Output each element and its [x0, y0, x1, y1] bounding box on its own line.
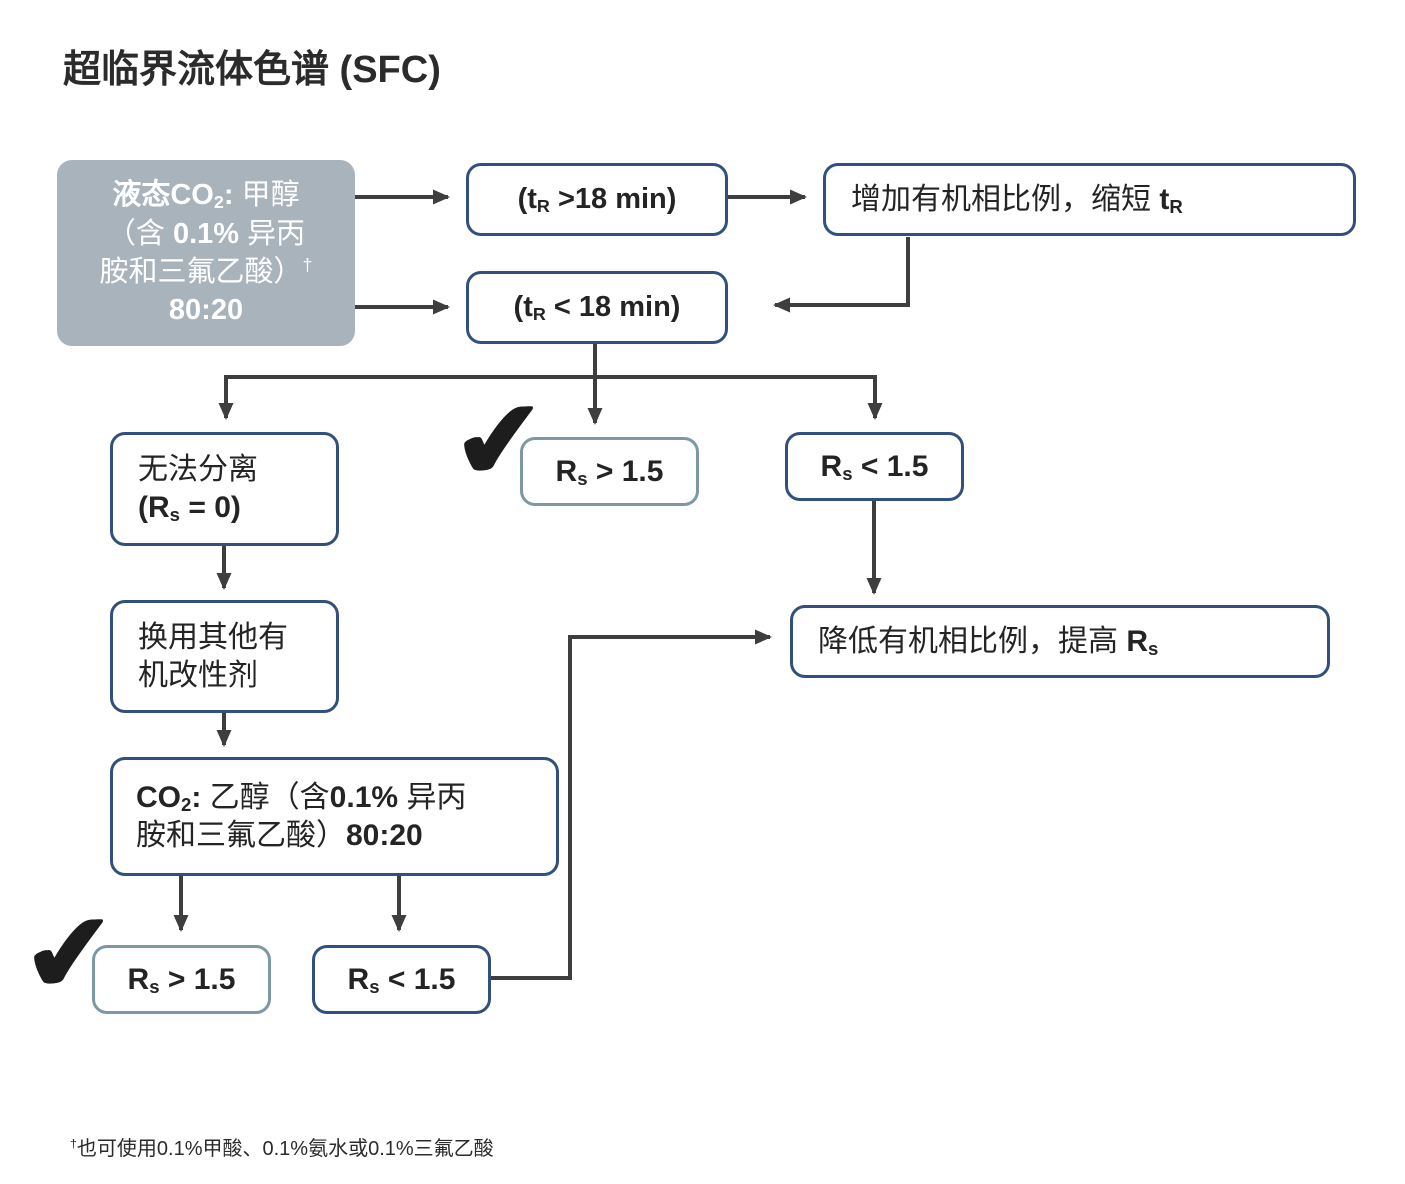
node-co2-ethanol: CO2: 乙醇（含0.1% 异丙胺和三氟乙酸）80:20: [110, 757, 559, 876]
page-title: 超临界流体色谱 (SFC): [63, 49, 441, 91]
node-tr-greater-18min-label: (tR >18 min): [517, 183, 677, 217]
node-rs-greater-1-5-bottom: Rs > 1.5: [92, 945, 271, 1014]
node-start-mobile-phase: 液态CO2: 甲醇（含 0.1% 异丙胺和三氟乙酸）†80:20: [57, 160, 355, 346]
node-rs-less-1-5-mid: Rs < 1.5: [785, 432, 964, 501]
node-rs-greater-1-5-mid: Rs > 1.5: [520, 437, 699, 506]
node-change-modifier-label: 换用其他有机改性剂: [138, 620, 288, 692]
node-rs-less-1-5-bottom-label: Rs < 1.5: [347, 962, 456, 997]
node-rs-less-1-5-bottom: Rs < 1.5: [312, 945, 491, 1014]
node-decrease-organic-label: 降低有机相比例，提高 Rs: [818, 624, 1159, 659]
node-no-separation-label: 无法分离(Rs = 0): [138, 453, 258, 526]
node-change-modifier: 换用其他有机改性剂: [110, 600, 339, 713]
node-no-separation: 无法分离(Rs = 0): [110, 432, 339, 546]
node-tr-less-18min: (tR < 18 min): [466, 271, 728, 344]
node-increase-organic-ratio: 增加有机相比例，缩短 tR: [823, 163, 1356, 236]
node-tr-greater-18min: (tR >18 min): [466, 163, 728, 236]
node-co2-ethanol-label: CO2: 乙醇（含0.1% 异丙胺和三氟乙酸）80:20: [136, 780, 467, 852]
node-start-label: 液态CO2: 甲醇（含 0.1% 异丙胺和三氟乙酸）†80:20: [99, 179, 313, 327]
checkmark-icon: ✔: [447, 374, 551, 507]
node-rs-greater-1-5-bottom-label: Rs > 1.5: [127, 962, 236, 997]
node-rs-less-1-5-mid-label: Rs < 1.5: [820, 449, 929, 484]
node-increase-organic-label: 增加有机相比例，缩短 tR: [851, 182, 1183, 217]
node-tr-less-18min-label: (tR < 18 min): [513, 291, 681, 325]
footnote: †也可使用0.1%甲酸、0.1%氨水或0.1%三氟乙酸: [70, 1137, 494, 1160]
checkmark-icon: ✔: [17, 887, 121, 1020]
node-rs-greater-1-5-mid-label: Rs > 1.5: [555, 454, 664, 489]
node-decrease-organic-ratio: 降低有机相比例，提高 Rs: [790, 605, 1330, 678]
